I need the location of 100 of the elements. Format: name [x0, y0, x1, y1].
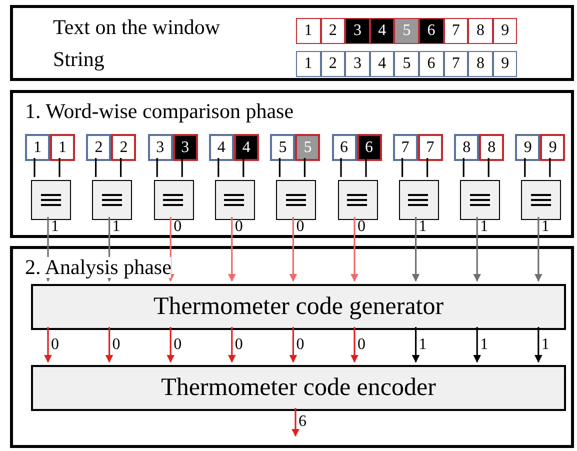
arrow	[228, 217, 236, 282]
comparator-box	[154, 180, 194, 220]
arrow	[44, 327, 52, 363]
window-word-cell: 7	[444, 18, 468, 44]
connector-line	[549, 158, 551, 177]
comparator-box	[92, 180, 132, 220]
edge-label: 0	[358, 336, 366, 352]
arrow	[228, 327, 236, 363]
process-block	[31, 284, 566, 330]
panel-title: 2. Analysis phase	[25, 257, 172, 278]
arrow	[350, 327, 358, 363]
window-word-cell: 5	[394, 18, 419, 44]
window-word-cell: 2	[111, 134, 136, 161]
process-block	[31, 365, 566, 411]
string-word-cell: 6	[332, 134, 356, 161]
edge-label: 1	[418, 219, 427, 235]
string-word-cell: 6	[419, 51, 444, 77]
connector-line	[365, 158, 367, 177]
window-word-cell: 6	[356, 134, 382, 161]
arrow	[473, 327, 482, 363]
edge-label: 0	[296, 336, 304, 352]
connector-line	[34, 158, 36, 177]
string-word-cell: 5	[270, 134, 296, 161]
connector-line	[242, 158, 244, 177]
string-word-cell: 3	[345, 51, 370, 77]
string-word-cell: 4	[370, 51, 394, 77]
window-word-cell: 3	[172, 134, 198, 161]
connector-line	[156, 158, 158, 177]
edge-label: 0	[296, 219, 304, 235]
connector-line	[58, 158, 60, 177]
phase-panel	[10, 246, 574, 448]
edge-label: 1	[541, 336, 550, 352]
comparator-box	[521, 180, 562, 220]
arrow	[412, 217, 420, 282]
phase-panel	[10, 5, 574, 81]
string-word-cell: 7	[392, 134, 418, 161]
comparator-box	[214, 180, 255, 220]
window-word-cell: 9	[540, 134, 566, 161]
comparator-box	[398, 180, 439, 220]
connector-line	[218, 158, 220, 177]
edge-label: 0	[358, 219, 366, 235]
edge-label: 1	[480, 336, 488, 352]
row-label: Text on the window	[53, 17, 220, 38]
window-word-cell: 7	[418, 134, 443, 161]
string-word-cell: 2	[320, 51, 346, 77]
comparator-box	[276, 180, 316, 220]
connector-line	[181, 158, 183, 177]
row-label: String	[53, 49, 104, 70]
arrow	[473, 217, 482, 282]
edge-label: 1	[418, 336, 427, 352]
string-word-cell: 2	[86, 134, 112, 161]
connector-line	[524, 158, 526, 177]
edge-label: 1	[541, 219, 550, 235]
connector-line	[426, 158, 428, 177]
connector-line	[462, 158, 464, 177]
arrow	[534, 217, 542, 282]
connector-line	[488, 158, 490, 177]
edge-label: 0	[174, 219, 182, 235]
edge-label: 6	[298, 414, 306, 430]
connector-line	[340, 158, 342, 177]
arrow	[350, 217, 358, 282]
connector-line	[402, 158, 404, 177]
comparator-box	[338, 180, 378, 220]
string-word-cell: 1	[296, 51, 321, 77]
connector-line	[304, 158, 306, 177]
arrow	[105, 327, 114, 363]
window-word-cell: 1	[50, 134, 75, 161]
comparator-box	[31, 180, 71, 220]
window-word-cell: 2	[320, 18, 346, 44]
string-word-cell: 9	[515, 134, 540, 161]
block-label: Thermometer code encoder	[161, 374, 436, 402]
string-word-cell: 7	[444, 51, 468, 77]
edge-label: 0	[112, 336, 120, 352]
arrow	[289, 217, 298, 282]
arrow	[534, 327, 542, 363]
connector-line	[278, 158, 280, 177]
window-word-cell: 5	[295, 134, 320, 161]
block-label: Thermometer code generator	[153, 293, 444, 321]
edge-label: 0	[174, 336, 182, 352]
window-word-cell: 1	[296, 18, 321, 44]
arrow	[292, 408, 300, 437]
arrow	[289, 327, 298, 363]
string-word-cell: 4	[208, 134, 234, 161]
arrow	[166, 217, 175, 282]
phase-panel	[10, 90, 574, 238]
connector-line	[120, 158, 122, 177]
string-word-cell: 8	[468, 51, 493, 77]
connector-line	[95, 158, 97, 177]
string-word-cell: 9	[492, 51, 518, 77]
window-word-cell: 4	[234, 134, 259, 161]
edge-label: 1	[112, 219, 120, 235]
window-word-cell: 3	[345, 18, 370, 44]
panel-title: 1. Word-wise comparison phase	[25, 101, 294, 122]
edge-label: 0	[234, 336, 243, 352]
edge-label: 0	[234, 219, 243, 235]
window-word-cell: 6	[419, 18, 444, 44]
comparator-box	[460, 180, 500, 220]
edge-label: 1	[51, 219, 59, 235]
edge-label: 0	[51, 336, 59, 352]
window-word-cell: 9	[492, 18, 518, 44]
